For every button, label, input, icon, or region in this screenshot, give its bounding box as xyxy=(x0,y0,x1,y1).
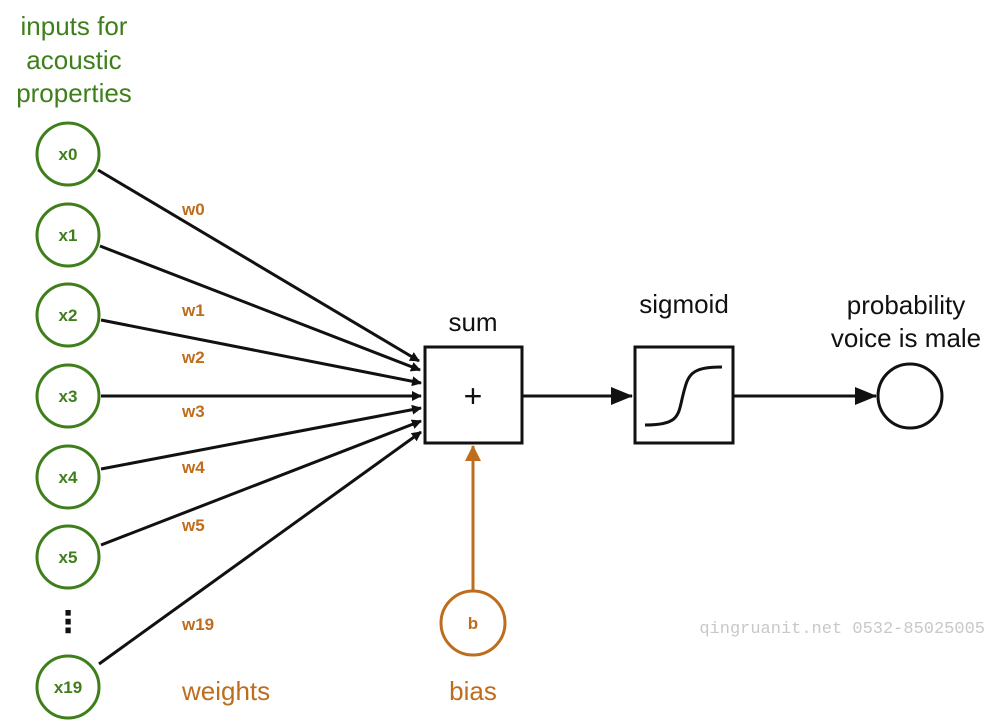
output-node xyxy=(876,362,944,430)
output-label-line-2: voice is male xyxy=(831,323,981,353)
weight-label-w1: w1 xyxy=(181,301,205,320)
connection-x4 xyxy=(100,404,422,471)
weight-label-w19: w19 xyxy=(181,615,214,634)
input-nodes xyxy=(35,121,101,720)
input-node-x1 xyxy=(35,202,101,268)
sigmoid-label: sigmoid xyxy=(639,289,729,319)
inputs-ellipsis: ⋮ xyxy=(53,606,83,639)
input-label-x5: x5 xyxy=(59,548,78,567)
output-label-line-1: probability xyxy=(847,290,966,320)
sum-box xyxy=(423,345,524,445)
weight-label-w5: w5 xyxy=(181,516,205,535)
input-node-labels: x0 x1 x2 x3 x4 x5 x19 xyxy=(54,145,82,697)
input-label-x2: x2 xyxy=(59,306,78,325)
weight-connections xyxy=(97,168,422,666)
sum-symbol: + xyxy=(464,378,483,414)
input-node-x2 xyxy=(35,282,101,348)
connection-x0 xyxy=(97,168,420,363)
inputs-label-line-3: properties xyxy=(16,78,132,108)
weight-label-w0: w0 xyxy=(181,200,205,219)
input-label-x19: x19 xyxy=(54,678,82,697)
input-node-x3 xyxy=(35,363,101,429)
input-node-x4 xyxy=(35,444,101,510)
weight-labels: w0 w1 w2 w3 w4 w5 w19 xyxy=(181,200,214,634)
weight-label-w4: w4 xyxy=(181,458,205,477)
inputs-label-line-1: inputs for xyxy=(21,11,128,41)
input-node-x19 xyxy=(35,654,101,720)
watermark-text: qingruanit.net 0532-85025005 xyxy=(699,620,985,639)
connection-x19 xyxy=(98,430,422,666)
connection-x5 xyxy=(100,419,422,547)
weight-label-w3: w3 xyxy=(181,402,205,421)
bias-symbol: b xyxy=(468,614,478,633)
input-label-x1: x1 xyxy=(59,226,78,245)
input-node-x0 xyxy=(35,121,101,187)
connection-x2 xyxy=(100,318,422,387)
sigmoid-curve-icon xyxy=(644,365,723,427)
input-label-x4: x4 xyxy=(59,468,78,487)
sum-label: sum xyxy=(448,307,497,337)
weights-label: weights xyxy=(181,676,270,706)
input-label-x0: x0 xyxy=(59,145,78,164)
bias-node xyxy=(439,589,507,657)
input-label-x3: x3 xyxy=(59,387,78,406)
connection-x1 xyxy=(99,244,421,372)
weight-label-w2: w2 xyxy=(181,348,205,367)
input-node-x5 xyxy=(35,524,101,590)
inputs-label-line-2: acoustic xyxy=(26,45,121,75)
bias-label: bias xyxy=(449,676,497,706)
